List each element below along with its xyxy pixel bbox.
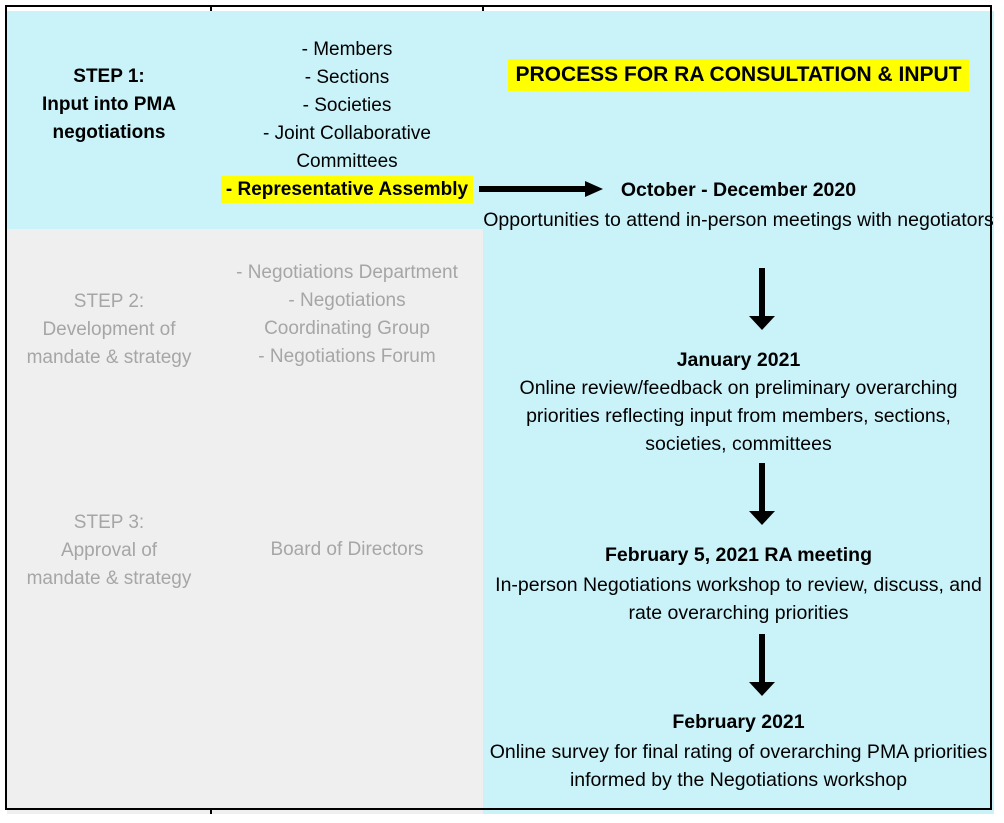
step3-label: STEP 3: Approval of mandate & strategy (26, 512, 192, 589)
table-divider-tick (482, 6, 484, 11)
step1-item-sections: - Sections (304, 67, 390, 88)
step3-items: Board of Directors (211, 536, 483, 564)
step3-item-board-of-directors: Board of Directors (270, 539, 424, 560)
stage3-description: In-person Negotiations workshop to revie… (495, 574, 982, 624)
step1-item-representative-assembly: - Representative Assembly (211, 176, 483, 204)
stage2-heading: January 2021 (676, 349, 801, 371)
process-cyan-panel (483, 11, 994, 814)
arrow-head (749, 316, 775, 330)
table-divider-tick (210, 6, 212, 11)
step1-items: - Members - Sections - Societies - Joint… (211, 36, 483, 204)
step2-items: - Negotiations Department - Negotiations… (211, 259, 483, 371)
arrow-head (585, 181, 603, 197)
step2-label: STEP 2: Development of mandate & strateg… (26, 291, 192, 368)
stage2-description: Online review/feedback on preliminary ov… (519, 377, 958, 455)
arrow-shaft (759, 463, 765, 511)
representative-assembly-highlight: - Representative Assembly (220, 176, 474, 203)
stage4-description: Online survey for final rating of overar… (489, 741, 988, 791)
process-title-highlight: PROCESS FOR RA CONSULTATION & INPUT (508, 59, 969, 91)
stage1-description: Opportunities to attend in-person meetin… (483, 209, 994, 231)
flow-arrow-down-icon (749, 268, 775, 330)
arrow-head (749, 511, 775, 525)
step1-item-joint-collaborative-committees: - Joint Collaborative Committees (263, 123, 431, 172)
stage1-heading: October - December 2020 (620, 179, 857, 201)
table-divider-tick (210, 809, 212, 814)
stage4-heading: February 2021 (672, 711, 805, 733)
arrow-shaft (759, 268, 765, 316)
arrow-head (749, 682, 775, 696)
flow-arrow-down-icon (749, 463, 775, 525)
arrow-shaft (759, 634, 765, 682)
step2-item-negotiations-coordinating-group: - Negotiations Coordinating Group (264, 290, 430, 339)
flow-arrow-right-icon (479, 181, 604, 197)
step1-item-societies: - Societies (302, 95, 392, 116)
process-title: PROCESS FOR RA CONSULTATION & INPUT (483, 59, 994, 91)
step1-item-members: - Members (301, 39, 393, 60)
steps-gray-panel (7, 229, 483, 814)
step1-label: STEP 1: Input into PMA negotiations (41, 66, 177, 143)
stage3-heading: February 5, 2021 RA meeting (605, 544, 872, 566)
arrow-shaft (479, 186, 585, 192)
step2-item-negotiations-department: - Negotiations Department (236, 262, 458, 283)
flow-arrow-down-icon (749, 634, 775, 696)
step2-item-negotiations-forum: - Negotiations Forum (258, 346, 436, 367)
